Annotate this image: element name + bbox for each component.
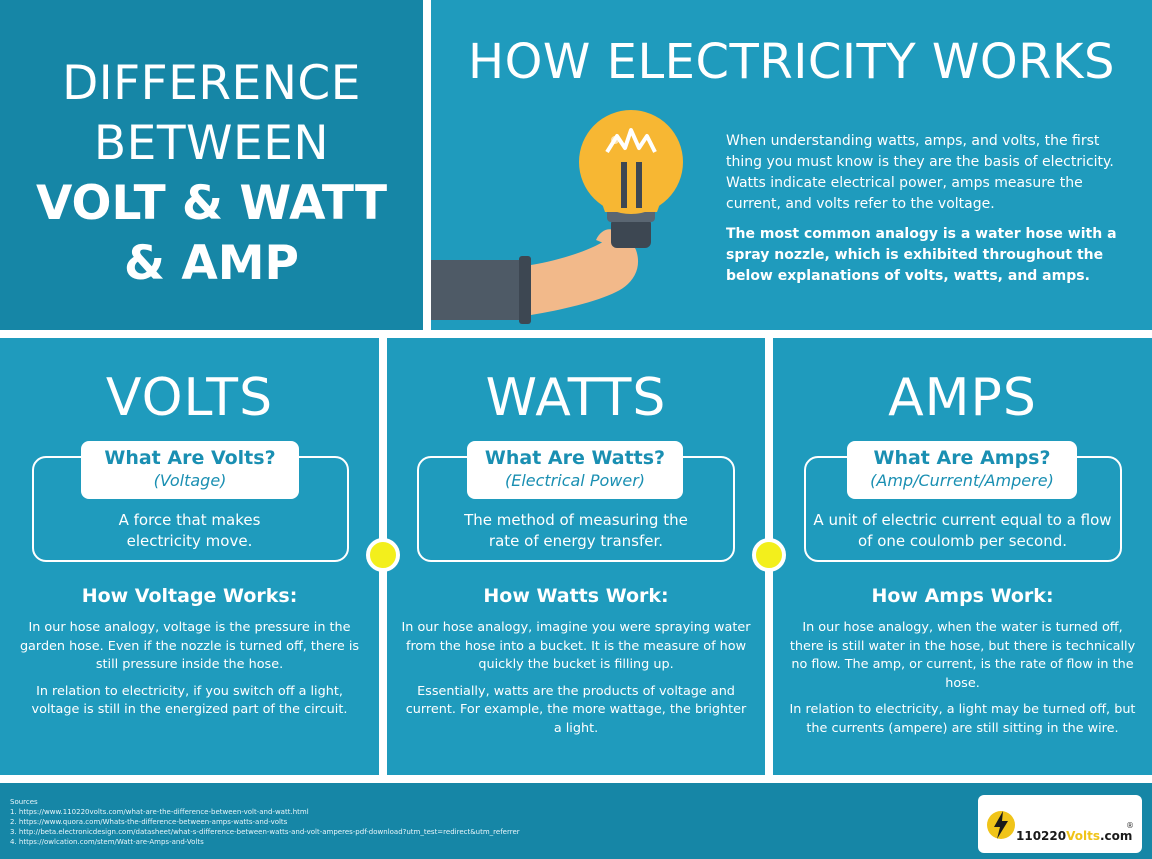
brand-logo[interactable]: 110220Volts.com ® [978,795,1142,853]
connector-dot-2 [752,538,786,572]
amps-question-tab: What Are Amps? (Amp/Current/Ampere) [847,441,1077,499]
watts-how-body: In our hose analogy, imagine you were sp… [401,619,751,746]
title-line-1: DIFFERENCE [62,56,361,111]
title-line-3: VOLT & WATT [35,176,388,231]
intro-paragraph-1: When understanding watts, amps, and volt… [726,133,1114,212]
watts-question-tab: What Are Watts? (Electrical Power) [467,441,683,499]
title-panel: DIFFERENCE BETWEEN VOLT & WATT & AMP [0,0,423,330]
hand-icon [531,237,639,315]
amps-definition: A unit of electric current equal to a fl… [813,511,1112,550]
sources-label: Sources [10,798,38,806]
watts-definition: The method of measuring the rate of ener… [464,511,688,550]
how-electricity-heading: HOW ELECTRICITY WORKS [468,34,1115,90]
watts-how-paragraph-1: In our hose analogy, imagine you were sp… [401,620,751,672]
lightning-bolt-icon [987,811,1015,839]
amps-how-body: In our hose analogy, when the water is t… [787,619,1138,746]
footer: Sources 1. https://www.110220volts.com/w… [0,783,1152,859]
amps-column: AMPS What Are Amps? (Amp/Current/Ampere)… [773,338,1152,775]
volts-question: What Are Volts? [104,447,276,469]
volts-title: VOLTS [105,368,274,428]
amps-how-title: How Amps Work: [871,585,1054,607]
volts-how-title: How Voltage Works: [81,585,298,607]
watts-column: WATTS What Are Watts? (Electrical Power)… [387,338,765,775]
amps-how-paragraph-2: In relation to electricity, a light may … [789,702,1136,736]
source-link-4[interactable]: 4. https://owlcation.com/stem/Watt-are-A… [10,838,204,846]
watts-how-title: How Watts Work: [483,585,669,607]
amps-how-paragraph-1: In our hose analogy, when the water is t… [789,620,1136,691]
volts-column: VOLTS What Are Volts? (Voltage) A force … [0,338,379,775]
source-link-3[interactable]: 3. http://beta.electronicdesign.com/data… [10,828,520,836]
intro-text: When understanding watts, amps, and volt… [726,131,1136,296]
sources-list: Sources 1. https://www.110220volts.com/w… [10,797,520,847]
connector-dot-1 [366,538,400,572]
watts-how-paragraph-2: Essentially, watts are the products of v… [405,683,747,736]
volts-subtitle: (Voltage) [153,471,227,490]
watts-title: WATTS [485,368,667,428]
volts-how-paragraph-2: In relation to electricity, if you switc… [31,683,348,718]
volts-question-tab: What Are Volts? (Voltage) [81,441,299,499]
title-line-2: BETWEEN [93,116,330,171]
source-link-2[interactable]: 2. https://www.quora.com/Whats-the-diffe… [10,818,288,826]
source-link-1[interactable]: 1. https://www.110220volts.com/what-are-… [10,808,309,816]
amps-question: What Are Amps? [873,447,1051,469]
intro-paragraph-2: The most common analogy is a water hose … [726,226,1117,284]
watts-question: What Are Watts? [484,447,666,469]
volts-how-paragraph-1: In our hose analogy, voltage is the pres… [19,620,360,672]
logo-text: 110220Volts.com [1016,829,1133,843]
title-line-4: & AMP [124,236,299,291]
volts-how-body: In our hose analogy, voltage is the pres… [14,619,365,728]
how-electricity-panel: HOW ELECTRICITY WORKS When understanding… [431,0,1152,330]
amps-title: AMPS [888,368,1037,428]
watts-subtitle: (Electrical Power) [504,471,646,490]
volts-definition: A force that makes electricity move. [118,511,261,550]
amps-subtitle: (Amp/Current/Ampere) [870,471,1054,490]
light-bulb-icon [431,110,683,324]
logo-registered-mark: ® [1126,821,1134,830]
